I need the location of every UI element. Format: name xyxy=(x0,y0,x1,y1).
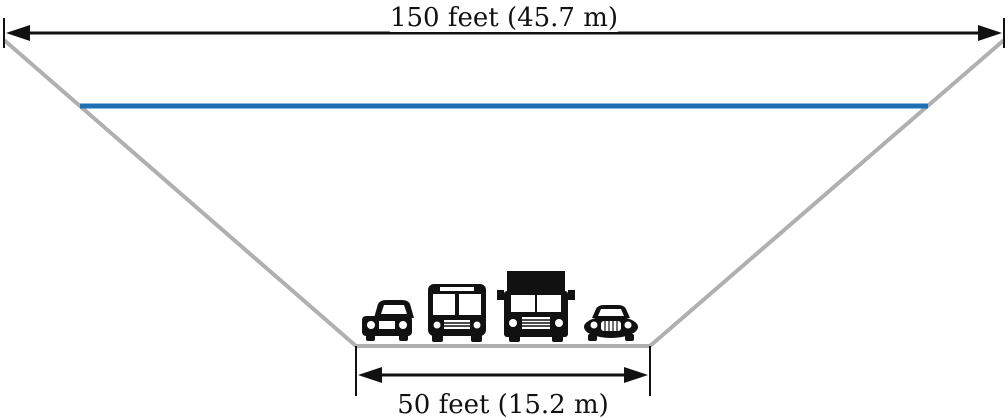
bottom-dimension-arrow-right xyxy=(624,367,648,383)
classic-car-icon xyxy=(584,305,638,341)
top-dimension-label: 150 feet (45.7 m) xyxy=(390,3,618,33)
bottom-dimension: 50 feet (15.2 m) xyxy=(355,346,651,418)
top-dimension-arrow-right xyxy=(978,25,1002,41)
top-dimension: 150 feet (45.7 m) xyxy=(3,2,1005,48)
car-icon xyxy=(362,300,414,341)
top-dimension-label-bg xyxy=(390,2,618,32)
channel-outline xyxy=(2,38,1006,348)
bottom-dimension-arrow-left xyxy=(358,367,382,383)
bus-icon xyxy=(428,284,486,342)
bottom-dimension-label: 50 feet (15.2 m) xyxy=(397,390,609,418)
truck-icon xyxy=(497,271,575,342)
vehicles xyxy=(362,271,638,342)
top-dimension-arrow-left xyxy=(6,25,30,41)
